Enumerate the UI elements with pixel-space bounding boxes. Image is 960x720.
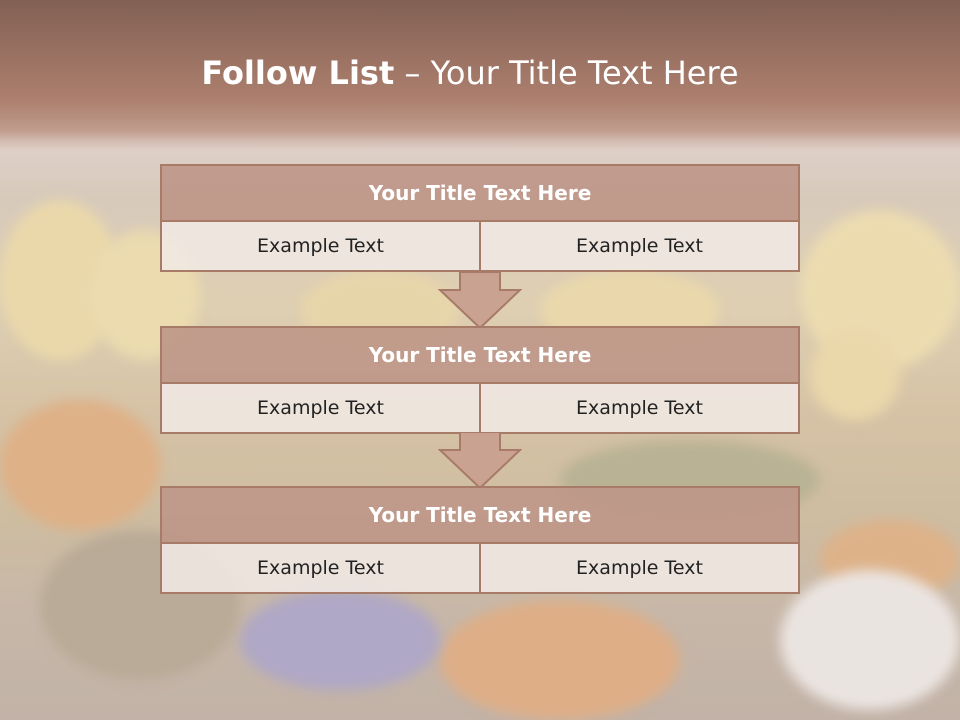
- step-text-right: Example Text: [479, 544, 798, 592]
- slide-title-rest: – Your Title Text Here: [394, 54, 739, 92]
- step-text-left: Example Text: [162, 544, 479, 592]
- slide-title: Follow List – Your Title Text Here: [0, 54, 940, 92]
- header-band: [0, 0, 960, 140]
- step-text-right: Example Text: [479, 384, 798, 432]
- slide-title-bold: Follow List: [201, 54, 395, 92]
- step-box-1: Your Title Text Here Example Text Exampl…: [160, 164, 800, 272]
- down-arrow-icon: [438, 272, 522, 330]
- step-row: Example Text Example Text: [162, 544, 798, 592]
- step-text-right: Example Text: [479, 222, 798, 270]
- step-text-left: Example Text: [162, 222, 479, 270]
- step-text-left: Example Text: [162, 384, 479, 432]
- step-row: Example Text Example Text: [162, 384, 798, 432]
- down-arrow-icon: [438, 432, 522, 490]
- step-box-3: Your Title Text Here Example Text Exampl…: [160, 486, 800, 594]
- step-title: Your Title Text Here: [162, 488, 798, 544]
- step-row: Example Text Example Text: [162, 222, 798, 270]
- step-title: Your Title Text Here: [162, 166, 798, 222]
- step-title: Your Title Text Here: [162, 328, 798, 384]
- step-box-2: Your Title Text Here Example Text Exampl…: [160, 326, 800, 434]
